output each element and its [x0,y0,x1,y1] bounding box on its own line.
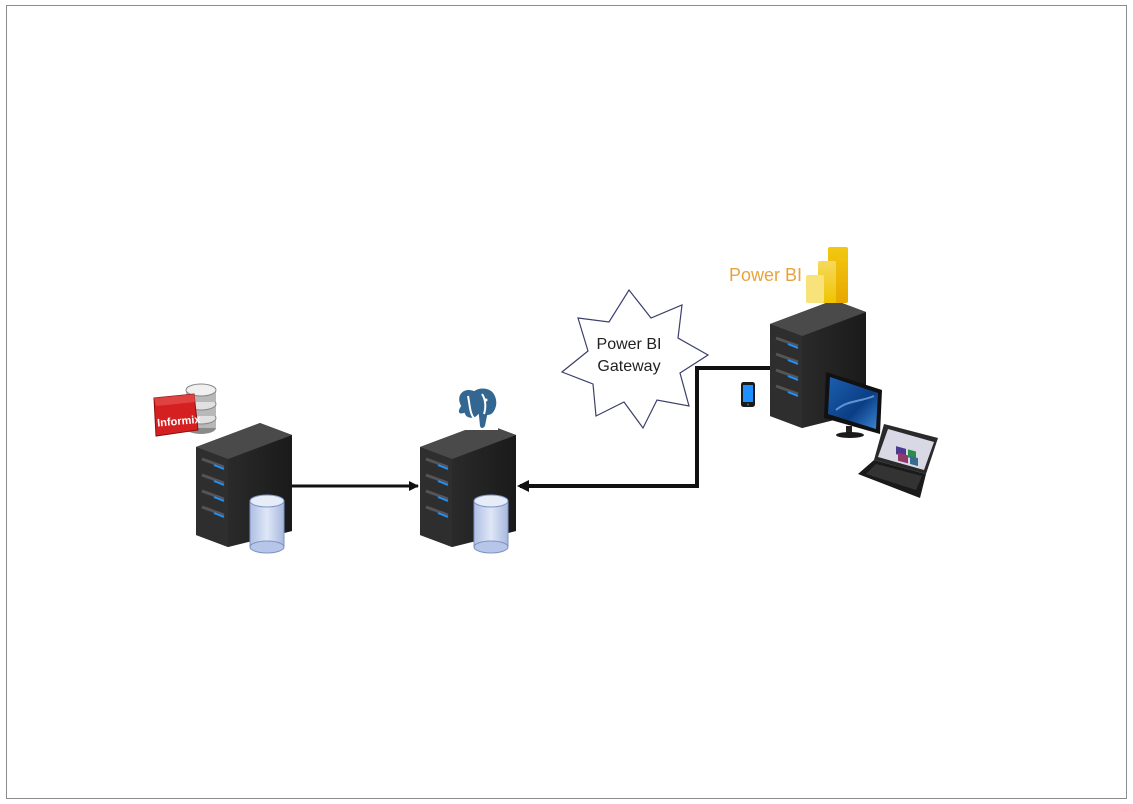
powerbi-gateway-cloud [560,288,710,430]
informix-logo-text: Informix [157,414,202,430]
database-cylinder-icon [249,494,285,554]
desktop-monitor-icon [824,372,882,438]
powerbi-logo-icon [806,247,848,303]
gateway-label-line2: Gateway [597,358,661,375]
laptop-icon [858,424,938,498]
server-leds [775,336,799,397]
gateway-label: Power BI Gateway [575,334,683,378]
gateway-label-line1: Power BI [596,336,662,353]
powerbi-label: Power BI [729,265,803,285]
postgresql-elephant-icon [452,386,499,430]
mobile-phone-icon [741,382,755,407]
server-leds [425,457,449,518]
informix-logo-icon: Informix [153,383,217,437]
server-leds [201,457,225,518]
connector-powerbi-to-postgres [517,366,770,492]
database-cylinder-icon [473,494,509,554]
arrowhead-left [517,480,529,492]
